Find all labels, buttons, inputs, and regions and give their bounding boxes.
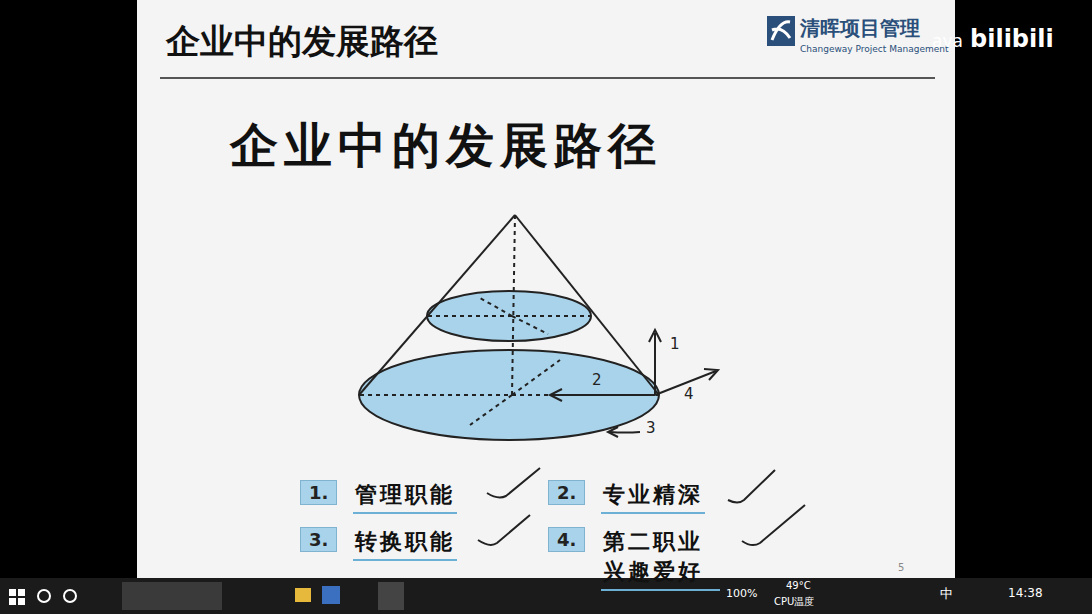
windows-icon (9, 589, 25, 605)
legend-item: 3. 转换职能 (300, 527, 457, 561)
axis-number: 3 (646, 420, 656, 437)
taskbar-app (122, 582, 222, 610)
tray-text: CPU温度 (774, 596, 814, 608)
axis-number: 4 (684, 386, 694, 403)
ime-text: 中 (940, 587, 953, 602)
cone-figure (359, 215, 718, 440)
legend-item: 1. 管理职能 (300, 480, 457, 514)
legend-item: 4. 第二职业 兴趣爱好 (548, 527, 720, 591)
item-number: 1. (300, 480, 337, 505)
slide-ground (137, 0, 955, 578)
page-number: 5 (898, 562, 904, 574)
item-text: 管理职能 (353, 480, 457, 514)
watermark: ava (932, 32, 963, 52)
search-icon (38, 590, 50, 602)
logo-mark (772, 22, 790, 40)
logo-text: 清晖项目管理 (800, 17, 920, 40)
item-text: 专业精深 (601, 480, 705, 514)
logo-mark (767, 16, 795, 46)
taskbar-app (322, 586, 340, 604)
task-icon (64, 590, 76, 602)
item-number: 3. (300, 527, 337, 552)
battery-text: 100% (726, 588, 757, 601)
header-rule (160, 77, 935, 79)
taskbar (0, 578, 1092, 614)
axis-number: 1 (670, 336, 680, 353)
taskbar-app (295, 588, 311, 602)
axis-number: 2 (592, 372, 602, 389)
clock-text: 14:38 (1008, 587, 1043, 601)
item-number: 4. (548, 527, 585, 552)
item-text: 第二职业 兴趣爱好 (601, 527, 720, 591)
tray-text: 49°C (786, 580, 811, 592)
taskbar-app (378, 582, 404, 610)
watermark: bilibili (970, 26, 1054, 54)
drawn-title: 企业中的发展路径 (230, 118, 662, 173)
item-text: 转换职能 (353, 527, 457, 561)
item-number: 2. (548, 480, 585, 505)
slide-title: 企业中的发展路径 (166, 22, 438, 61)
logo-subtext: Changeway Project Management (800, 44, 948, 54)
legend-item: 2. 专业精深 (548, 480, 705, 514)
